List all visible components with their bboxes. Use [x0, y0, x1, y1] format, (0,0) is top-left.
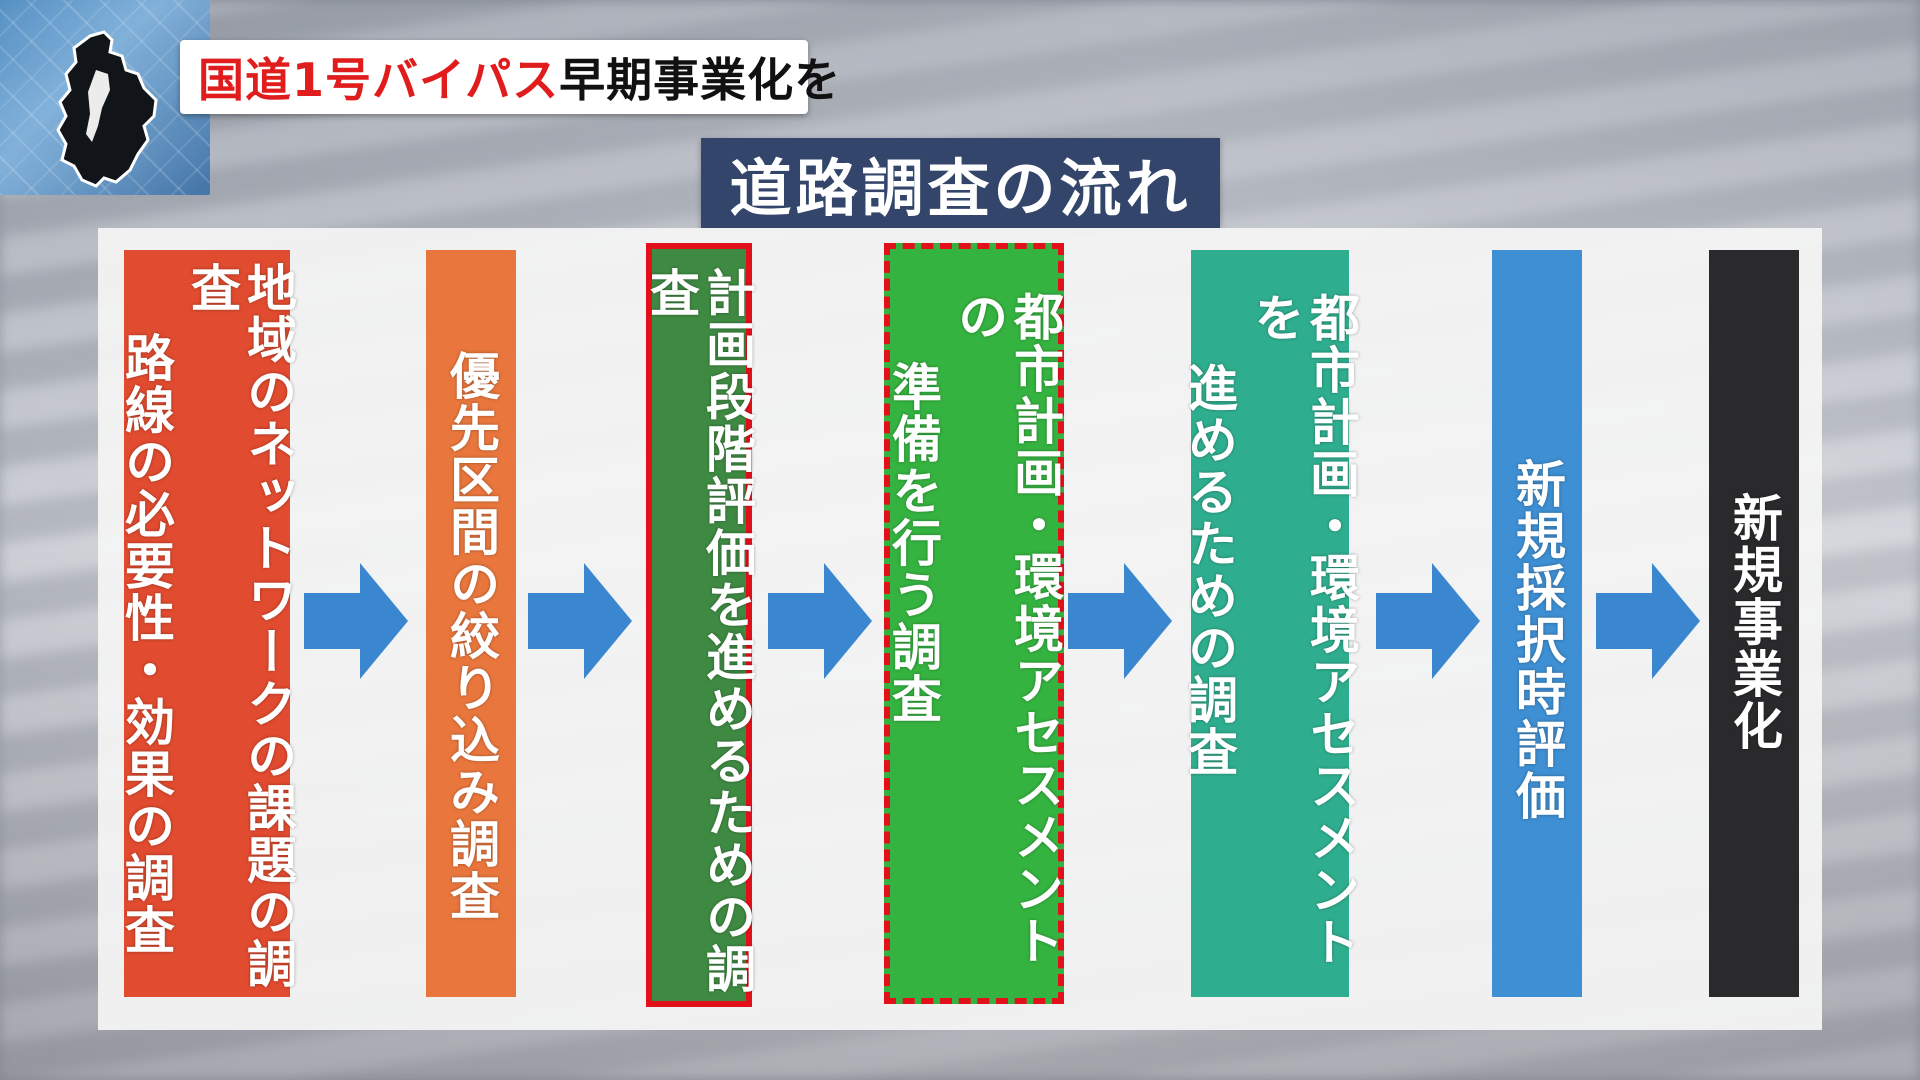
step-new-adoption-evaluation: 新規採択時評価	[1492, 250, 1582, 997]
right-arrow-icon	[528, 563, 632, 679]
headline-tag: 国道1号バイパス 早期事業化を	[180, 40, 840, 114]
headline-black-text: 早期事業化を	[559, 53, 842, 107]
right-arrow-icon	[304, 563, 408, 679]
step-6-line-1: 新規採択時評価	[1508, 458, 1566, 822]
step-planning-evaluation-survey: 計画段階評価を進めるための調査	[642, 243, 756, 1007]
step-network-survey: 地域のネットワークの課題の調査 路線の必要性・効果の調査	[117, 250, 297, 997]
step-3-line-1: 計画段階評価を進めるための調査	[642, 267, 756, 995]
right-arrow-icon	[1068, 563, 1172, 679]
step-urban-planning-prep-survey: 都市計画・環境アセスメントの 準備を行う調査	[884, 243, 1064, 1004]
right-arrow-icon	[1376, 563, 1480, 679]
step-1-line-2: 路線の必要性・効果の調査	[117, 332, 175, 956]
step-1-line-1: 地域のネットワークの課題の調査	[183, 262, 297, 990]
right-arrow-icon	[768, 563, 872, 679]
step-new-project: 新規事業化	[1709, 250, 1799, 997]
flow-title: 道路調査の流れ	[701, 138, 1220, 228]
step-5-line-1: 都市計画・環境アセスメントを	[1246, 292, 1360, 968]
step-7-line-1: 新規事業化	[1725, 492, 1783, 752]
shiga-prefecture-map-icon	[56, 30, 158, 188]
right-arrow-icon	[1596, 563, 1700, 679]
step-priority-section-survey: 優先区間の絞り込み調査	[426, 250, 516, 997]
step-4-line-1: 都市計画・環境アセスメントの	[950, 291, 1064, 967]
step-5-line-2: 進めるための調査	[1180, 362, 1238, 778]
step-4-line-2: 準備を行う調査	[884, 361, 942, 725]
headline-red-text: 国道1号バイパス	[198, 53, 560, 107]
step-urban-planning-progress-survey: 都市計画・環境アセスメントを 進めるための調査	[1180, 250, 1360, 997]
step-2-line-1: 優先区間の絞り込み調査	[442, 350, 500, 922]
